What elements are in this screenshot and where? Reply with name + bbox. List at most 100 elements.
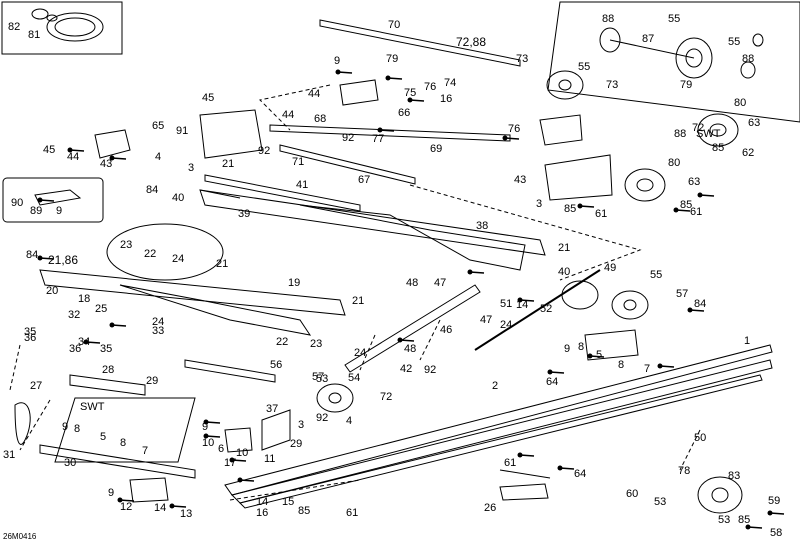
callout-90: 90 xyxy=(11,197,23,209)
callout-92: 92 xyxy=(316,412,328,424)
callout-72: 72 xyxy=(380,391,392,403)
callout-40: 40 xyxy=(558,266,570,278)
callout-7: 7 xyxy=(142,445,148,457)
bolt xyxy=(203,419,221,425)
callout-10: 10 xyxy=(202,437,214,449)
shock-absorber xyxy=(261,284,481,451)
bolt xyxy=(467,269,485,275)
callout-5: 5 xyxy=(596,349,602,361)
callout-9: 9 xyxy=(56,205,62,217)
callout-8: 8 xyxy=(578,341,584,353)
bolt xyxy=(745,524,763,530)
bolt xyxy=(37,255,55,261)
callout-79: 79 xyxy=(386,53,398,65)
callout-61: 61 xyxy=(690,206,702,218)
callout-55: 55 xyxy=(578,61,590,73)
callout-92: 92 xyxy=(424,364,436,376)
callout-58: 58 xyxy=(770,527,782,539)
callout-27: 27 xyxy=(30,380,42,392)
callout-36: 36 xyxy=(24,332,36,344)
callout-65: 65 xyxy=(152,120,164,132)
track-rail xyxy=(224,344,773,509)
callout-76: 76 xyxy=(424,81,436,93)
callout-44: 44 xyxy=(308,88,320,100)
callout-21: 21 xyxy=(558,242,570,254)
bolt xyxy=(697,192,715,198)
callout-57: 57 xyxy=(312,371,324,383)
callout-15: 15 xyxy=(282,496,294,508)
callout-88: 88 xyxy=(742,53,754,65)
callout-9: 9 xyxy=(202,421,208,433)
callout-80: 80 xyxy=(668,157,680,169)
callout-43: 43 xyxy=(100,158,112,170)
callout-35: 35 xyxy=(100,343,112,355)
callout-32: 32 xyxy=(68,309,80,321)
callout-69: 69 xyxy=(430,143,442,155)
rear-arm xyxy=(39,269,346,336)
callout-22: 22 xyxy=(144,248,156,260)
callout-swt: SWT xyxy=(696,128,721,140)
callout-35: 35 xyxy=(24,326,36,338)
callout-61: 61 xyxy=(504,457,516,469)
callout-85: 85 xyxy=(712,142,724,154)
bolt xyxy=(117,497,135,503)
callout-76: 76 xyxy=(508,123,520,135)
bolt xyxy=(517,297,535,303)
tie-rod xyxy=(474,269,601,351)
callout-25: 25 xyxy=(95,303,107,315)
callout-24: 24 xyxy=(500,319,512,331)
callout-31: 31 xyxy=(3,449,15,461)
callout-68: 68 xyxy=(314,113,326,125)
bolt xyxy=(687,307,705,313)
callout-21: 21 xyxy=(216,258,228,270)
callout-5: 5 xyxy=(100,431,106,443)
callout-44: 44 xyxy=(67,151,79,163)
callout-21: 21 xyxy=(352,295,364,307)
callout-12: 12 xyxy=(120,501,132,513)
callout-80: 80 xyxy=(734,97,746,109)
callout-2: 2 xyxy=(492,380,498,392)
callout-84: 84 xyxy=(146,184,158,196)
callout-46: 46 xyxy=(440,324,452,336)
callout-88: 88 xyxy=(602,13,614,25)
callout-9: 9 xyxy=(62,421,68,433)
bolt xyxy=(229,457,247,463)
callout-swt: SWT xyxy=(80,401,105,413)
callout-33: 33 xyxy=(152,325,164,337)
callout-11: 11 xyxy=(264,453,275,465)
bolt xyxy=(377,127,395,133)
callout-64: 64 xyxy=(574,468,586,480)
bolt xyxy=(767,510,785,516)
callout-63: 63 xyxy=(748,117,760,129)
callout-74: 74 xyxy=(444,77,456,89)
callout-9: 9 xyxy=(108,487,114,499)
callout-4: 4 xyxy=(155,151,161,163)
callout-85: 85 xyxy=(298,505,310,517)
bolt xyxy=(502,135,520,141)
bolt xyxy=(517,452,535,458)
callout-41: 41 xyxy=(296,179,308,191)
bolt xyxy=(203,433,221,439)
callout-40: 40 xyxy=(172,192,184,204)
callout-38: 38 xyxy=(476,220,488,232)
callout-56: 56 xyxy=(270,359,282,371)
callout-82: 82 xyxy=(8,21,20,33)
callout-9: 9 xyxy=(564,343,570,355)
callout-22: 22 xyxy=(276,336,288,348)
callout-20: 20 xyxy=(46,285,58,297)
callout-4: 4 xyxy=(346,415,352,427)
callout-28: 28 xyxy=(102,364,114,376)
callout-57: 57 xyxy=(676,288,688,300)
bolt xyxy=(657,363,675,369)
callout-73: 73 xyxy=(516,53,528,65)
bolt xyxy=(397,337,415,343)
bolt xyxy=(407,97,425,103)
callout-60: 60 xyxy=(626,488,638,500)
callout-44: 44 xyxy=(282,109,294,121)
callout-64: 64 xyxy=(546,376,558,388)
callout-73: 73 xyxy=(606,79,618,91)
callout-84: 84 xyxy=(694,298,706,310)
callout-45: 45 xyxy=(43,144,55,156)
